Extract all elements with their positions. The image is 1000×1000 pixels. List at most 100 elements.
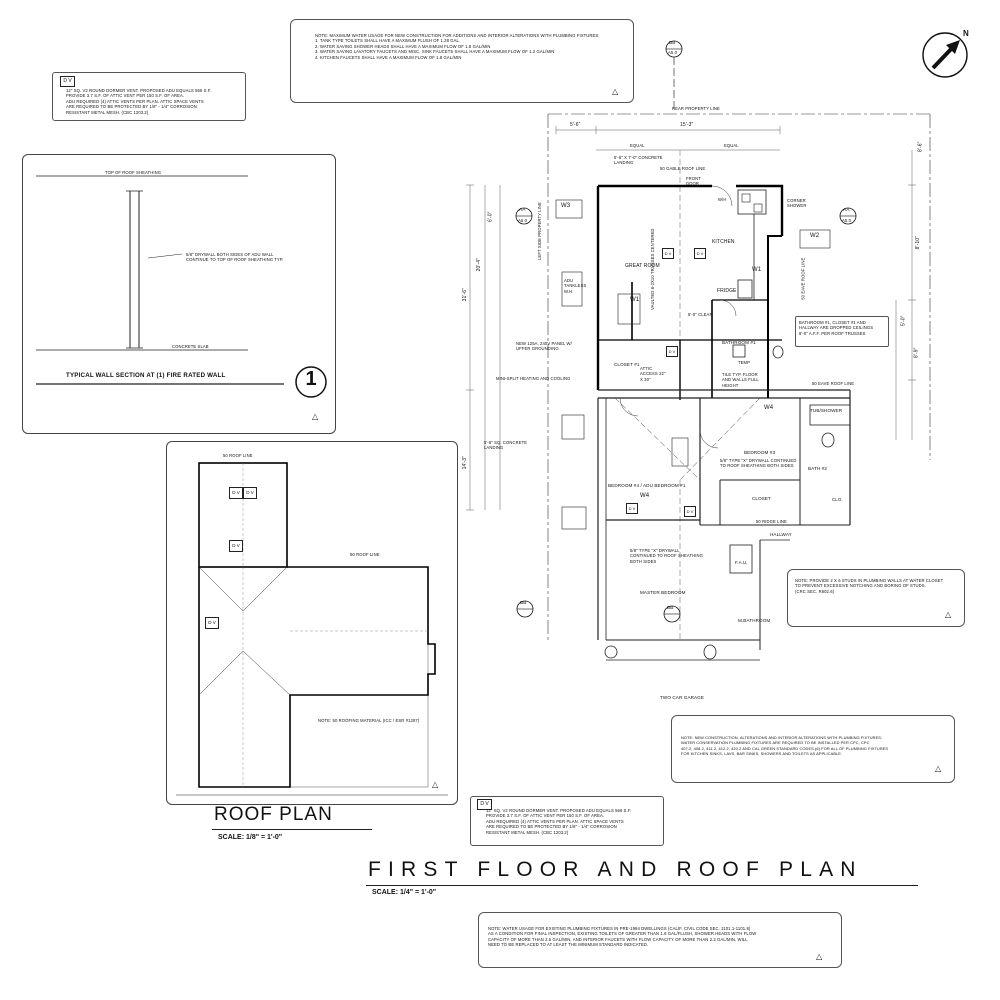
window-w1-b: W1 <box>752 267 762 273</box>
note-line: RESISTANT METAL MESH. (CBC 1203.2) <box>66 109 149 115</box>
note-line: (CRC SEC. R602.6) <box>795 588 835 594</box>
room-bedroom4: BEDROOM #4 / ADU BEDROOM #1 <box>608 483 686 488</box>
note-line: 12" SQ. V2 ROUND DORMER VENT. PROPOSED A… <box>66 88 212 93</box>
dim-left2: 31'-6" <box>461 288 468 302</box>
north-arrow-icon <box>922 32 968 78</box>
label-drywall-a: 5/8" TYPE "X" DRYWALL CONTINUED TO ROOF … <box>720 458 797 469</box>
label-panel: NEW 125A, 240V PANEL W/ UFFER GROUNDING <box>516 341 572 352</box>
dim-left3: 14'-3" <box>461 456 468 470</box>
main-title: FIRST FLOOR AND ROOF PLAN <box>368 858 863 881</box>
note-line: NEED TO BE REPLACED TO AT LEAST THE MINI… <box>488 942 649 948</box>
label-concrete-landing-left: 5'-6" SQ. CONCRETE LANDING <box>484 440 528 451</box>
wall-section-caption: TYPICAL WALL SECTION AT (1) FIRE RATED W… <box>66 372 226 379</box>
note-existing: NOTE: WATER USAGE FOR EXISTING PLUMBING … <box>488 926 756 948</box>
roof-vent-3: D V <box>229 540 243 552</box>
note-line: 4. KITCHEN FAUCETS SHALL HAVE A MAXIMUM … <box>315 54 462 60</box>
note-line: NOTE: PROVIDE 2 X 6 STUDS IN PLUMBING WA… <box>795 578 944 583</box>
room-clo: CLO. <box>832 497 843 502</box>
note-line: RESISTANT METAL MESH. (CBC 1203.2) <box>486 829 569 835</box>
note-line: BATHROOM #1, CLOSET #1 AND <box>799 320 866 325</box>
label-corner-shower: CORNER SHOWER <box>787 198 807 209</box>
room-tub-shower: TUB/SHOWER <box>810 408 843 413</box>
wall-slab-label: CONCRETE SLAB <box>172 344 209 349</box>
ref-bb-left: BB <box>520 601 527 606</box>
ref-sheet-left: A5.0 <box>518 218 528 223</box>
label-temp: TEMP <box>738 360 751 365</box>
roof-plan-drawing <box>176 462 448 796</box>
revision-triangle: △ <box>816 952 823 961</box>
note-line: 2. WATER SAVING SHOWER HEADS SHALL HAVE … <box>315 43 491 49</box>
label-mini-split: MINI-SPLIT HEATING AND COOLING <box>496 376 571 381</box>
revision-triangle: △ <box>312 412 319 421</box>
note-dormer-vent-bottom: 12" SQ. V2 ROUND DORMER VENT. PROPOSED A… <box>486 808 631 835</box>
note-line: ARE REQUIRED TO BE PROTECTED BY 1/8" - 1… <box>66 104 197 110</box>
note-line: 8'-0" A.F.F. PER ROOF TRUSSES <box>799 330 866 336</box>
ref-sheet-top: A5.0 <box>668 50 678 55</box>
label-eave-roof-kitchen: 50 EAVE ROOF LINE <box>800 257 806 300</box>
note-line: AS A CONDITION FOR FINAL INSPECTION, EXI… <box>488 931 757 937</box>
roof-plan-title: ROOF PLAN <box>214 804 333 825</box>
label-vaulted: VAULTED 8-2x10 TRUSSES CENTERED <box>650 228 655 310</box>
note-plumbing-studs: NOTE: PROVIDE 2 X 6 STUDS IN PLUMBING WA… <box>795 578 943 594</box>
main-scale: SCALE: 1/4" = 1'-0" <box>372 889 437 896</box>
room-bathroom1: BATHROOM #1 <box>722 340 756 345</box>
label-clear: 5'-0" CLEAR <box>688 312 713 317</box>
floor-dv-4: D V <box>626 503 638 514</box>
note-line: WATER CONSERVATION PLUMBING FIXTURES ARE… <box>681 740 870 746</box>
note-new-construction: NOTE: NEW CONSTRUCTION, ALTERATIONS AND … <box>681 735 888 757</box>
roofing-material-note: NOTE: 50 ROOFING MATERIAL (ICC / ESR #12… <box>318 718 420 723</box>
label-wh: W/H <box>718 197 727 202</box>
label-gable-roof-top: 50 GABLE ROOF LINE <box>660 166 706 171</box>
window-w3: W3 <box>561 203 571 209</box>
dim-left1: 20'-4" <box>475 258 482 272</box>
note-line: PROVIDE 3.7 S.F. OF ATTIC VENT PER 150 S… <box>66 93 185 99</box>
note-new-construction-box <box>671 715 955 783</box>
wall-top-label: TOP OF ROOF SHEATHING <box>105 170 162 175</box>
dim-equal-2: EQUAL <box>724 143 739 148</box>
note-max-water: NOTE: MAXIMUM WATER USAGE FOR NEW CONSTR… <box>315 33 600 60</box>
floor-dv-3: D V <box>666 346 678 357</box>
note-line: TO PREVENT EXCESSIVE NOTCHING AND BORING… <box>795 583 926 589</box>
note-line: CAPACITY OF MORE THAN 2.5 GAL/MIN, AND I… <box>488 936 748 942</box>
window-w4-a: W4 <box>764 405 774 411</box>
dim-right3: 5'-0" <box>900 315 907 326</box>
revision-triangle: △ <box>612 87 619 96</box>
note-line: PROVIDE 3.7 S.F. OF ATTIC VENT PER 150 S… <box>486 813 605 819</box>
note-line: HALLWAY ARE DROPPED CEILINGS <box>799 325 874 331</box>
note-line: FOR KITCHEN SINKS, LAVS, BAR SINKS, SHOW… <box>681 751 843 757</box>
note-bathroom-closet: BATHROOM #1, CLOSET #1 AND HALLWAY ARE D… <box>799 320 873 336</box>
ref-bb-top: BB <box>669 41 676 46</box>
revision-triangle: △ <box>945 610 952 619</box>
revision-triangle: △ <box>935 764 942 773</box>
label-front-door: FRONT DOOR <box>686 176 701 187</box>
wall-drywall-note: 5/8" DRYWALL BOTH SIDES OF ADU WALL CONT… <box>186 252 283 263</box>
window-w4-b: W4 <box>640 493 650 499</box>
dim-equal-1: EQUAL <box>630 143 645 148</box>
label-drywall-b: 5/8" TYPE "X" DRYWALL CONTINUED TO ROOF … <box>630 548 703 564</box>
dim-right4: 8'-9" <box>913 347 920 358</box>
wall-section-drawing <box>36 175 327 398</box>
roof-plan-scale: SCALE: 1/8" = 1'-0" <box>218 834 283 841</box>
roof-line-mid-label: 50 ROOF LINE <box>350 552 380 557</box>
rear-property-line: REAR PROPERTY LINE <box>672 106 720 111</box>
room-fridge: FRIDGE <box>717 288 737 294</box>
dim-right2: 8'-10" <box>914 236 921 250</box>
roof-line-top-label: 50 ROOF LINE <box>223 453 253 458</box>
label-tankless: ADU TANKLESS W.H. <box>564 278 587 294</box>
floor-dv-2: D V <box>694 248 706 259</box>
note-max-water-box <box>290 19 634 103</box>
room-kitchen: KITCHEN <box>712 239 735 245</box>
room-great-room: GREAT ROOM <box>625 263 660 269</box>
note-line: NOTE: WATER USAGE FOR EXISTING PLUMBING … <box>488 926 751 931</box>
main-title-underline <box>366 885 918 886</box>
note-existing-box <box>478 912 842 968</box>
note-line: 3. WATER SAVING LAVATORY FAUCETS AND MIS… <box>315 49 555 55</box>
room-m-bathroom: M.BATHROOM <box>738 618 771 623</box>
ref-bb-mid: BB <box>667 606 674 611</box>
note-dormer-vent-top: 12" SQ. V2 ROUND DORMER VENT. PROPOSED A… <box>66 88 211 115</box>
left-property-line: LEFT SIDE PROPERTY LINE <box>537 202 542 260</box>
dv-tag: D V <box>60 76 75 87</box>
label-tile-typ: TILE TYP. FLOOR AND WALLS FULL HEIGHT <box>722 372 759 388</box>
note-plumbing-studs-box <box>787 569 965 627</box>
